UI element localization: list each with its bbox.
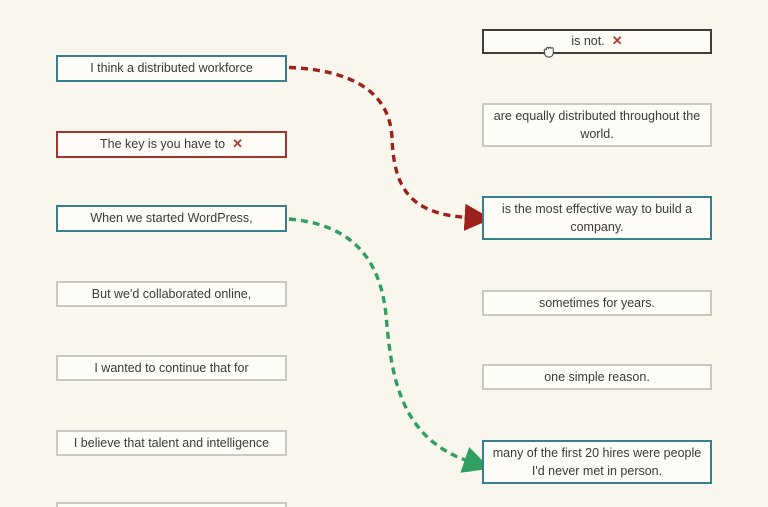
- card-label: The key is you have to: [100, 137, 226, 152]
- card-label: When we started WordPress,: [90, 211, 253, 226]
- card-label: one simple reason.: [544, 369, 650, 384]
- left-item-the-key-is[interactable]: The key is you have to ✕: [56, 131, 287, 158]
- right-item-equally-distributed[interactable]: are equally distributed throughout the w…: [482, 103, 712, 147]
- match-arrow-green: [288, 217, 491, 473]
- left-item-started-wordpress[interactable]: When we started WordPress,: [56, 205, 287, 232]
- card-label: I wanted to continue that for: [94, 360, 249, 375]
- card-label: is the most effective way to build a com…: [501, 201, 693, 234]
- right-item-most-effective-way[interactable]: is the most effective way to build a com…: [482, 196, 712, 240]
- left-item-talent-and-intelligence[interactable]: I believe that talent and intelligence: [56, 430, 287, 456]
- remove-match-x-icon[interactable]: ✕: [611, 33, 623, 49]
- left-item-partial-bottom[interactable]: [56, 502, 287, 507]
- card-label: are equally distributed throughout the w…: [493, 108, 701, 141]
- card-label: many of the first 20 hires were people I…: [492, 445, 702, 478]
- card-label: I believe that talent and intelligence: [73, 435, 270, 450]
- card-label: But we'd collaborated online,: [91, 286, 252, 301]
- right-item-first-20-hires[interactable]: many of the first 20 hires were people I…: [482, 440, 712, 484]
- left-item-distributed-workforce[interactable]: I think a distributed workforce: [56, 55, 287, 82]
- match-arrow-red: [288, 65, 492, 231]
- right-item-sometimes-for-years[interactable]: sometimes for years.: [482, 290, 712, 316]
- left-item-collaborated-online[interactable]: But we'd collaborated online,: [56, 281, 287, 307]
- card-label: I think a distributed workforce: [90, 61, 253, 76]
- remove-match-x-icon[interactable]: ✕: [232, 136, 243, 152]
- card-label: sometimes for years.: [538, 295, 655, 310]
- right-item-is-not[interactable]: is not. ✕: [482, 29, 712, 54]
- left-item-wanted-to-continue[interactable]: I wanted to continue that for: [56, 355, 287, 381]
- card-label: is not.: [571, 34, 605, 49]
- right-item-one-simple-reason[interactable]: one simple reason.: [482, 364, 712, 390]
